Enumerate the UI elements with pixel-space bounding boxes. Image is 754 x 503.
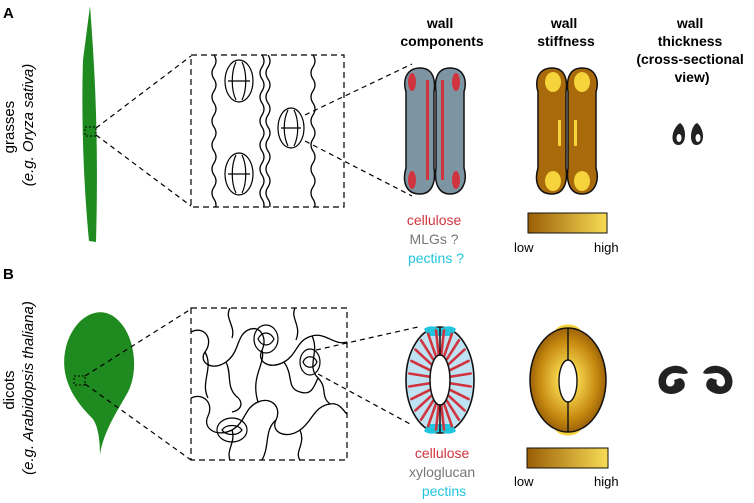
cellulose-microfibril — [445, 399, 461, 422]
legend-cellulose-dicot: cellulose — [415, 445, 470, 461]
grass-zoom-line-top — [95, 55, 192, 129]
dicot-epidermis-zoom — [190, 307, 348, 461]
legend-xyloglucan: xyloglucan — [409, 464, 475, 480]
grass-callout-line-top — [304, 63, 413, 116]
dicot-leaf-zoom-box — [73, 375, 86, 386]
legend-cellulose: cellulose — [407, 212, 462, 228]
cellulose-microfibril — [448, 359, 470, 372]
grass-wall-components — [403, 67, 466, 195]
cellulose-microfibril — [407, 372, 431, 378]
grass-wall-thickness — [672, 123, 704, 146]
dicot-scale-low: low — [514, 474, 534, 489]
dicot-leaf — [64, 312, 135, 455]
cellulose-microfibril — [426, 332, 438, 358]
dicot-wall-stiffness — [529, 324, 607, 436]
cellulose-microfibril — [440, 329, 446, 356]
cellulose-microfibril — [440, 404, 446, 431]
panel-b-row-label: dicots (e.g. Arabidopsis thaliana) — [1, 301, 37, 475]
panel-a-example: (e.g. Oryza sativa) — [20, 64, 37, 187]
dicot-stiffness-scale — [526, 447, 609, 469]
dicot-callout-line-top — [315, 326, 419, 351]
cellulose-microfibril — [434, 404, 440, 431]
legend-pectins: pectins ? — [408, 250, 464, 266]
legend-mlgs: MLGs ? — [410, 231, 459, 247]
header-wall-stiffness: wall stiffness — [537, 15, 595, 49]
cellulose-microfibril — [445, 338, 461, 361]
cellulose-microfibril — [442, 332, 454, 358]
panel-a-letter: A — [3, 5, 14, 22]
grass-leaf — [82, 6, 97, 242]
cellulose-microfibril — [442, 402, 454, 428]
grass-callout-line-bottom — [304, 140, 413, 197]
grass-stiffness-scale — [527, 212, 608, 234]
grass-scale-low: low — [514, 240, 534, 255]
cellulose-microfibril — [407, 382, 431, 388]
grass-epidermis-zoom — [190, 54, 345, 208]
cellulose-microfibril — [419, 399, 435, 422]
cellulose-microfibril — [414, 348, 433, 366]
cellulose-microfibril — [449, 382, 473, 388]
dicot-callout-line-bottom — [317, 373, 413, 426]
dicot-wall-thickness — [658, 365, 733, 394]
cellulose-microfibril — [447, 394, 466, 412]
cellulose-microfibril — [447, 348, 466, 366]
cellulose-microfibril — [410, 359, 432, 372]
grass-leaf-zoom-box — [84, 126, 97, 137]
grass-zoom-line-bottom — [95, 134, 192, 207]
header-wall-thickness: wall thickness (cross-sectional view) — [636, 15, 747, 85]
panel-b-letter: B — [3, 266, 14, 283]
header-wall-components: wall components — [400, 15, 483, 49]
cellulose-microfibril — [414, 394, 433, 412]
dicot-zoom-line-top — [84, 308, 192, 377]
grass-legend: cellulose MLGs ? pectins ? — [407, 212, 465, 266]
cellulose-microfibril — [410, 388, 432, 401]
cellulose-microfibril — [449, 372, 473, 378]
grass-wall-stiffness — [535, 67, 598, 195]
dicot-wall-components — [405, 326, 475, 434]
grass-scale-high: high — [594, 240, 619, 255]
panel-b-example: (e.g. Arabidopsis thaliana) — [20, 301, 37, 475]
panel-b-group: dicots — [1, 370, 18, 409]
dicot-legend: cellulose xyloglucan pectins — [409, 445, 479, 499]
cellulose-microfibril — [434, 329, 440, 356]
dicot-scale-high: high — [594, 474, 619, 489]
cellulose-microfibril — [448, 388, 470, 401]
panel-a-row-label: grasses (e.g. Oryza sativa) — [1, 64, 37, 187]
cellulose-microfibril — [426, 402, 438, 428]
cellulose-microfibril — [419, 338, 435, 361]
legend-pectins-dicot: pectins — [422, 483, 466, 499]
dicot-zoom-line-bottom — [84, 383, 192, 461]
panel-a-group: grasses — [1, 101, 18, 154]
